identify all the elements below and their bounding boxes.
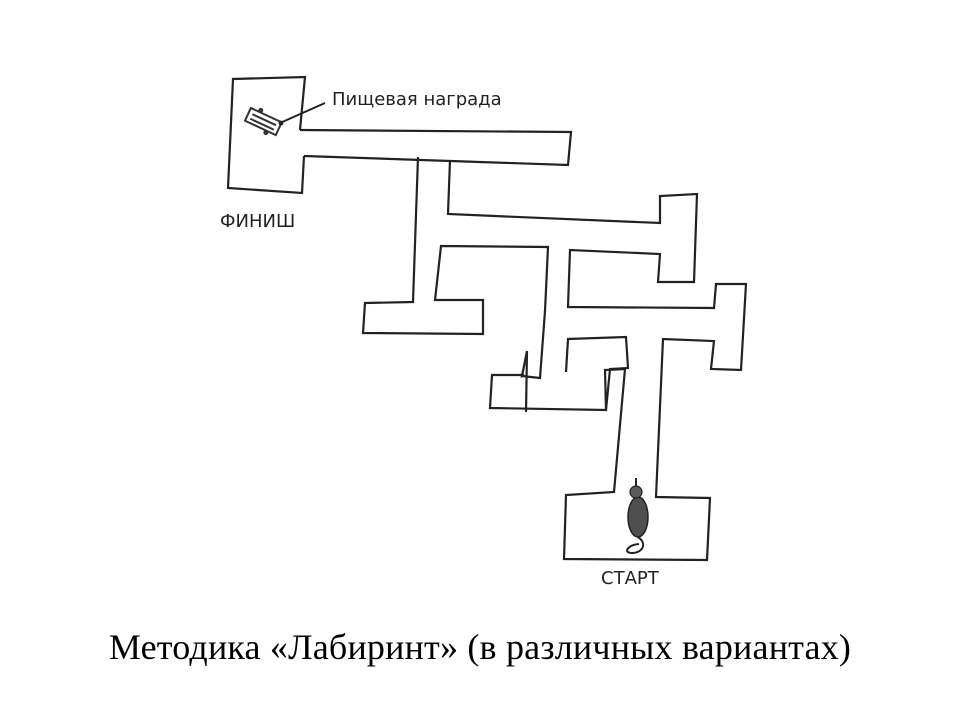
start-label: СТАРТ — [601, 568, 660, 589]
slide-caption: Методика «Лабиринт» (в различных вариант… — [108, 627, 852, 667]
middle-connector — [521, 310, 547, 380]
upper-left-branch — [361, 156, 550, 336]
top-corridor — [299, 128, 573, 167]
finish-chamber — [226, 75, 307, 195]
lower-left-stub — [564, 335, 630, 411]
lower-connector — [524, 350, 529, 413]
upper-right-branch — [446, 159, 748, 562]
food-reward-pointer — [279, 102, 326, 124]
mouse-icon — [626, 478, 649, 555]
finish-label: ФИНИШ — [220, 211, 295, 232]
food-reward-label: Пищевая награда — [332, 89, 502, 110]
food-reward-icon — [243, 106, 284, 137]
